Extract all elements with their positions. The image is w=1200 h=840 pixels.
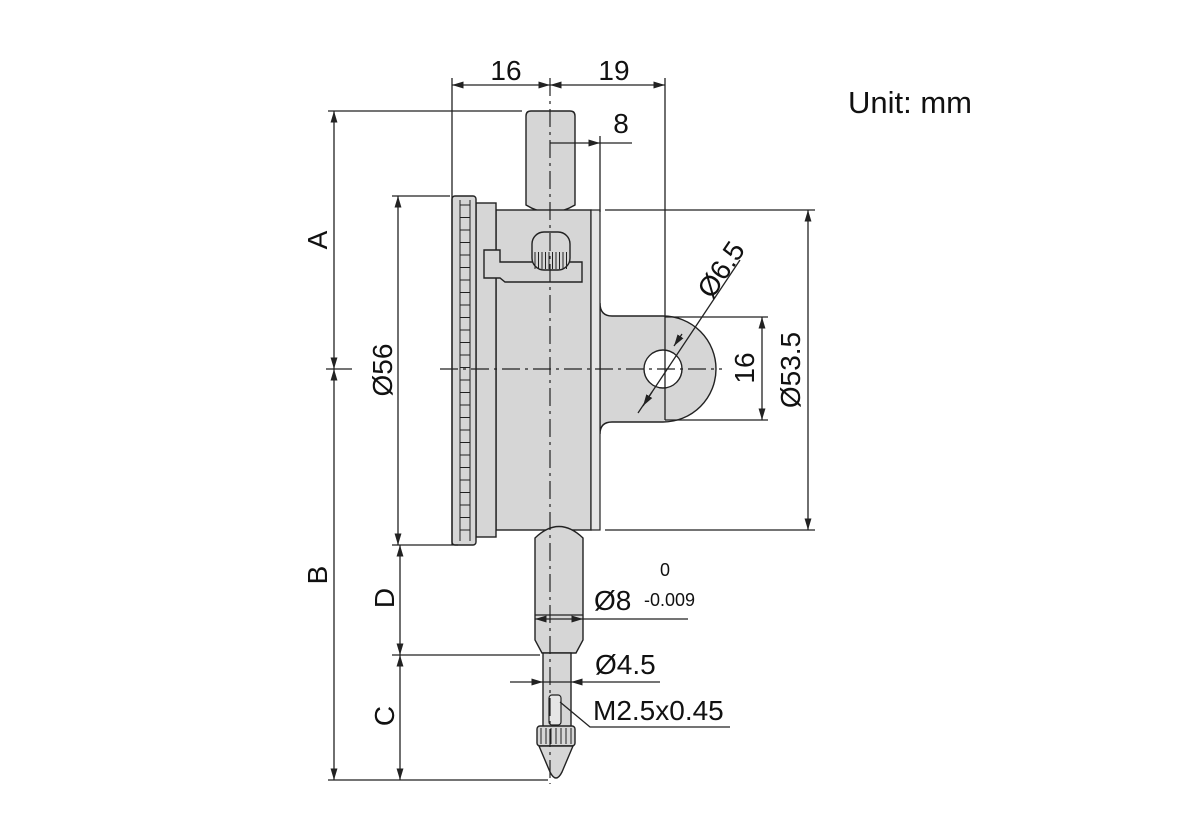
bezel-clamp bbox=[483, 249, 583, 283]
nut-knurling bbox=[540, 728, 572, 744]
dim-label-d: D bbox=[369, 588, 400, 608]
dim-thread: M2.5x0.45 bbox=[593, 695, 724, 726]
dim-bezel-diameter: Ø56 bbox=[367, 344, 398, 397]
dim-stem-tol-upper: 0 bbox=[660, 560, 670, 580]
clamp-knob bbox=[531, 231, 571, 271]
contact-thread bbox=[548, 694, 562, 726]
dimension-lines bbox=[326, 78, 815, 781]
dim-spindle-diameter: Ø4.5 bbox=[595, 649, 656, 680]
dim-stem-diameter: Ø8 bbox=[594, 585, 631, 616]
dim-label-c: C bbox=[369, 706, 400, 726]
case-back-ring bbox=[590, 209, 601, 531]
dim-back-diameter: Ø53.5 bbox=[775, 332, 806, 408]
dim-stem-tol-lower: -0.009 bbox=[644, 590, 695, 610]
dim-cap-offset: 8 bbox=[613, 108, 629, 139]
dim-width-left: 16 bbox=[490, 55, 521, 86]
stem bbox=[534, 525, 584, 654]
bezel-knurling bbox=[459, 200, 471, 541]
dim-hole-diameter: Ø6.5 bbox=[691, 236, 751, 304]
dim-label-b: B bbox=[302, 566, 333, 585]
dim-lug-height: 16 bbox=[729, 352, 760, 383]
dim-label-a: A bbox=[302, 230, 333, 249]
indicator-body bbox=[451, 110, 717, 779]
knob-knurling bbox=[534, 252, 567, 269]
unit-label: Unit: mm bbox=[848, 85, 972, 120]
dim-width-right: 19 bbox=[598, 55, 629, 86]
contact-point bbox=[537, 745, 575, 779]
